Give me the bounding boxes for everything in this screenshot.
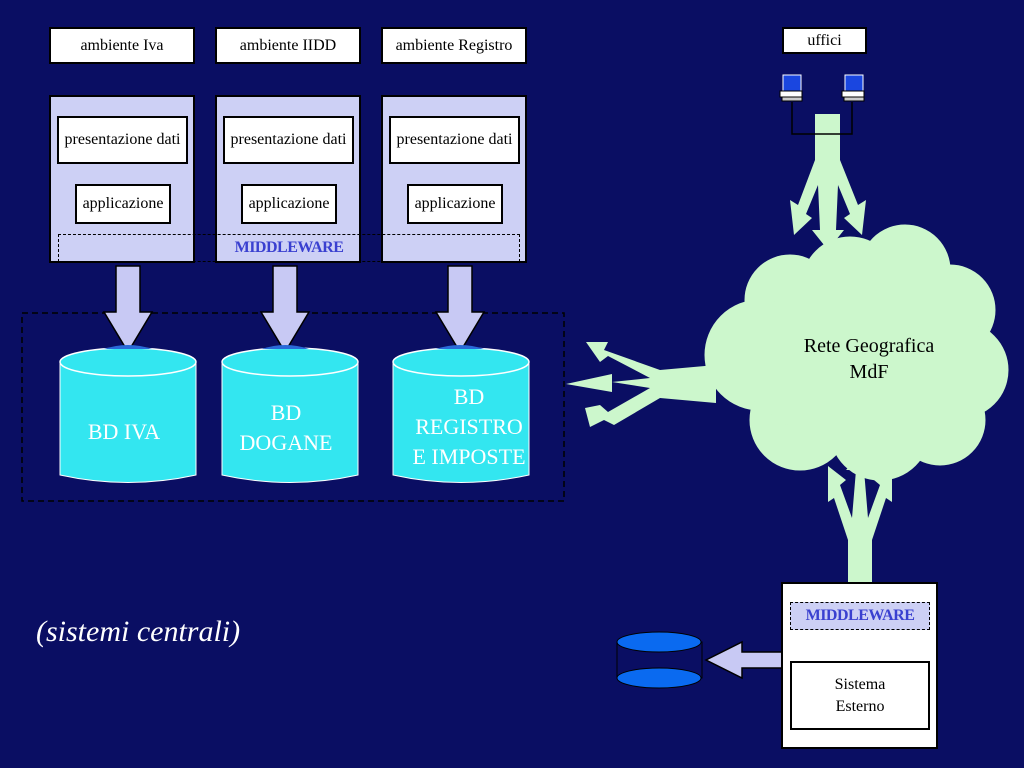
presentation-box-iidd: presentazione dati [223,116,354,164]
network-label-line: MdF [849,361,889,383]
db-label-line: BD [453,384,485,409]
network-label: Rete Geografica MdF [780,333,958,385]
db-label-line: BD [270,400,302,425]
db-label-line: E IMPOSTE [412,444,526,469]
db-label-line: DOGANE [239,430,333,455]
offices-label: uffici [782,27,867,54]
arrow-external-to-db [704,640,783,680]
arrow-cloud-to-central [566,342,716,427]
external-system-box: Sistema Esterno [790,661,930,730]
middleware-external: MIDDLEWARE [790,602,930,630]
application-box-registro: applicazione [407,184,503,224]
db-cylinder-iva [59,345,197,483]
office-computer-icon [841,74,865,102]
caption: (sistemi centrali) [36,615,241,648]
presentation-box-registro: presentazione dati [389,116,520,164]
db-label-iva: BD IVA [60,417,188,447]
arrow-cloud-to-external [828,455,892,582]
db-label-line: REGISTRO [415,414,523,439]
env-label-iidd: ambiente IIDD [215,27,361,64]
presentation-box-iva: presentazione dati [57,116,188,164]
office-computer-icon [779,74,803,102]
application-box-iidd: applicazione [241,184,337,224]
arrow-to-bd-registro [434,265,486,354]
arrow-to-bd-iva [102,265,154,354]
db-label-registro: BD REGISTRO E IMPOSTE [400,382,538,472]
arrow-offices-to-cloud [790,114,866,250]
network-label-line: Rete Geografica [803,335,935,357]
middleware-central: MIDDLEWARE [58,234,520,262]
office-network-line [791,102,853,135]
env-label-iva: ambiente Iva [49,27,195,64]
application-box-iva: applicazione [75,184,171,224]
db-cylinder-registro [392,345,530,483]
env-label-registro: ambiente Registro [381,27,527,64]
external-system-line: Esterno [835,697,885,715]
arrow-to-bd-dogane [259,265,311,354]
network-cloud [704,224,1009,481]
external-db-icon [616,631,703,689]
db-cylinder-dogane [221,345,359,483]
db-label-dogane: BD DOGANE [222,398,350,458]
db-label-line: BD IVA [87,419,161,444]
external-system-line: Sistema [834,675,886,693]
